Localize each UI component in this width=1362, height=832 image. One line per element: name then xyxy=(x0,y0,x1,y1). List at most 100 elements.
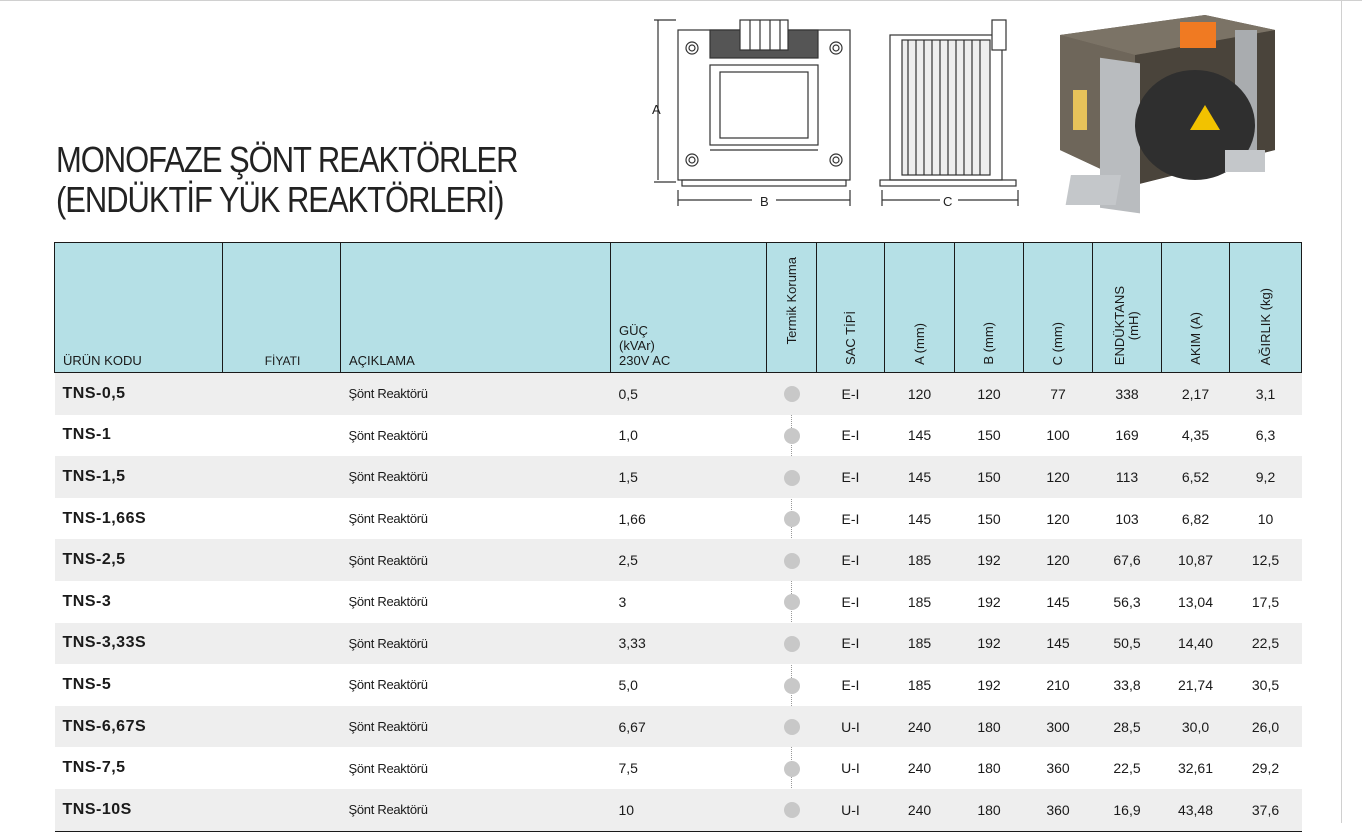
cell-price xyxy=(222,539,341,581)
table-row: TNS-6,67S Şönt Reaktörü 6,67 U-I 240 180… xyxy=(54,705,1302,748)
cell-inductance: 16,9 xyxy=(1092,788,1162,832)
cell-desc: Şönt Reaktörü xyxy=(340,456,611,498)
cell-power: 3 xyxy=(618,593,627,610)
cell-c: 210 xyxy=(1046,676,1070,693)
cell-code: TNS-7,5 xyxy=(62,759,126,777)
cell-code: TNS-1 xyxy=(62,426,112,444)
header-price: FİYATI xyxy=(222,242,341,373)
cell-core: U-I xyxy=(816,705,885,748)
cell-current: 30,0 xyxy=(1161,705,1230,748)
cell-weight: 9,2 xyxy=(1229,456,1302,498)
cell-current: 10,87 xyxy=(1161,539,1230,581)
cell-thermal xyxy=(767,498,817,540)
cell-thermal xyxy=(766,788,817,832)
table-row: TNS-7,5 Şönt Reaktörü 7,5 U-I 240 180 36… xyxy=(55,747,1302,789)
cell-desc: Şönt Reaktörü xyxy=(340,372,611,415)
cell-inductance: 338 xyxy=(1092,372,1162,415)
cell-c: 100 xyxy=(1046,427,1070,444)
cell-thermal xyxy=(767,664,817,706)
cell-core: E-I xyxy=(816,456,885,498)
cell-weight: 6,3 xyxy=(1255,427,1276,444)
cell-power: 3,33 xyxy=(610,622,767,665)
reactor-product-image xyxy=(1060,15,1275,214)
cell-power: 6,67 xyxy=(610,705,767,748)
cell-a: 240 xyxy=(907,760,932,777)
cell-price xyxy=(222,372,341,415)
header-c: C (mm) xyxy=(1023,242,1093,373)
cell-c: 300 xyxy=(1023,705,1093,748)
header-b: B (mm) xyxy=(954,242,1024,373)
cell-power: 2,5 xyxy=(610,539,767,581)
cell-code: TNS-5 xyxy=(62,675,112,693)
warning-icon xyxy=(1190,105,1220,130)
header-power: GÜÇ (kVAr) 230V AC xyxy=(610,242,767,373)
cell-b: 150 xyxy=(977,510,1001,527)
cell-inductance: 50,5 xyxy=(1092,622,1162,665)
cell-b: 192 xyxy=(977,676,1001,693)
cell-desc: Şönt Reaktörü xyxy=(340,788,611,832)
header-thermal: Termik Koruma xyxy=(766,242,817,373)
cell-code: TNS-1,66S xyxy=(62,509,147,527)
thermal-dot-icon xyxy=(783,719,800,736)
cell-c: 145 xyxy=(1046,593,1070,610)
dim-label-b: B xyxy=(760,194,769,209)
cell-thermal xyxy=(766,705,817,748)
cell-desc: Şönt Reaktörü xyxy=(348,760,429,776)
cell-power: 1,66 xyxy=(618,510,646,527)
cell-core: E-I xyxy=(841,510,860,527)
cell-a: 120 xyxy=(884,372,955,415)
table-row: TNS-3 Şönt Reaktörü 3 E-I 185 192 145 56… xyxy=(55,581,1302,623)
cell-a: 145 xyxy=(907,427,932,444)
cell-core: E-I xyxy=(841,676,860,693)
header-a: A (mm) xyxy=(884,242,955,373)
thermal-dot-icon xyxy=(783,552,800,569)
cell-desc: Şönt Reaktörü xyxy=(348,677,429,693)
cell-price xyxy=(222,705,341,748)
cell-desc: Şönt Reaktörü xyxy=(340,622,611,665)
header-core: SAC TİPİ xyxy=(816,242,885,373)
cell-a: 240 xyxy=(884,788,955,832)
cell-desc: Şönt Reaktörü xyxy=(348,594,429,610)
cell-code: TNS-10S xyxy=(54,788,223,832)
header-code: ÜRÜN KODU xyxy=(54,242,223,373)
thermal-dot-icon xyxy=(783,386,800,403)
cell-weight: 3,1 xyxy=(1229,372,1302,415)
header-inductance: ENDÜKTANS (mH) xyxy=(1092,242,1162,373)
page-right-border xyxy=(1341,0,1342,823)
cell-b: 180 xyxy=(954,788,1024,832)
cell-current: 6,52 xyxy=(1161,456,1230,498)
table-row: TNS-10S Şönt Reaktörü 10 U-I 240 180 360… xyxy=(54,788,1302,832)
cell-b: 192 xyxy=(977,593,1001,610)
cell-current: 4,35 xyxy=(1181,427,1210,444)
cell-thermal xyxy=(766,372,817,415)
cell-c: 120 xyxy=(1023,456,1093,498)
cell-thermal xyxy=(767,747,817,789)
cell-c: 120 xyxy=(1046,510,1070,527)
cell-desc: Şönt Reaktörü xyxy=(340,539,611,581)
cell-a: 185 xyxy=(884,539,955,581)
cell-weight: 29,2 xyxy=(1251,760,1280,777)
cell-b: 180 xyxy=(954,705,1024,748)
cell-code: TNS-3 xyxy=(62,592,112,610)
table-row: TNS-2,5 Şönt Reaktörü 2,5 E-I 185 192 12… xyxy=(54,539,1302,581)
cell-code: TNS-2,5 xyxy=(54,539,223,581)
cell-current: 2,17 xyxy=(1161,372,1230,415)
thermal-dot-icon xyxy=(783,469,800,486)
cell-price xyxy=(223,415,341,457)
cell-thermal xyxy=(766,622,817,665)
cell-code: TNS-3,33S xyxy=(54,622,223,665)
cell-current: 14,40 xyxy=(1161,622,1230,665)
cell-a: 185 xyxy=(907,593,932,610)
cell-b: 180 xyxy=(977,760,1001,777)
thermal-dot-icon xyxy=(783,511,800,528)
cell-inductance: 22,5 xyxy=(1113,760,1141,777)
cell-power: 1,0 xyxy=(618,427,638,444)
cell-power: 10 xyxy=(610,788,767,832)
cell-current: 32,61 xyxy=(1177,760,1214,777)
cell-b: 150 xyxy=(954,456,1024,498)
cell-thermal xyxy=(766,539,817,581)
cell-a: 185 xyxy=(884,622,955,665)
dimension-drawing: A B C xyxy=(652,19,1019,209)
cell-weight: 22,5 xyxy=(1229,622,1302,665)
cell-weight: 10 xyxy=(1257,510,1274,527)
